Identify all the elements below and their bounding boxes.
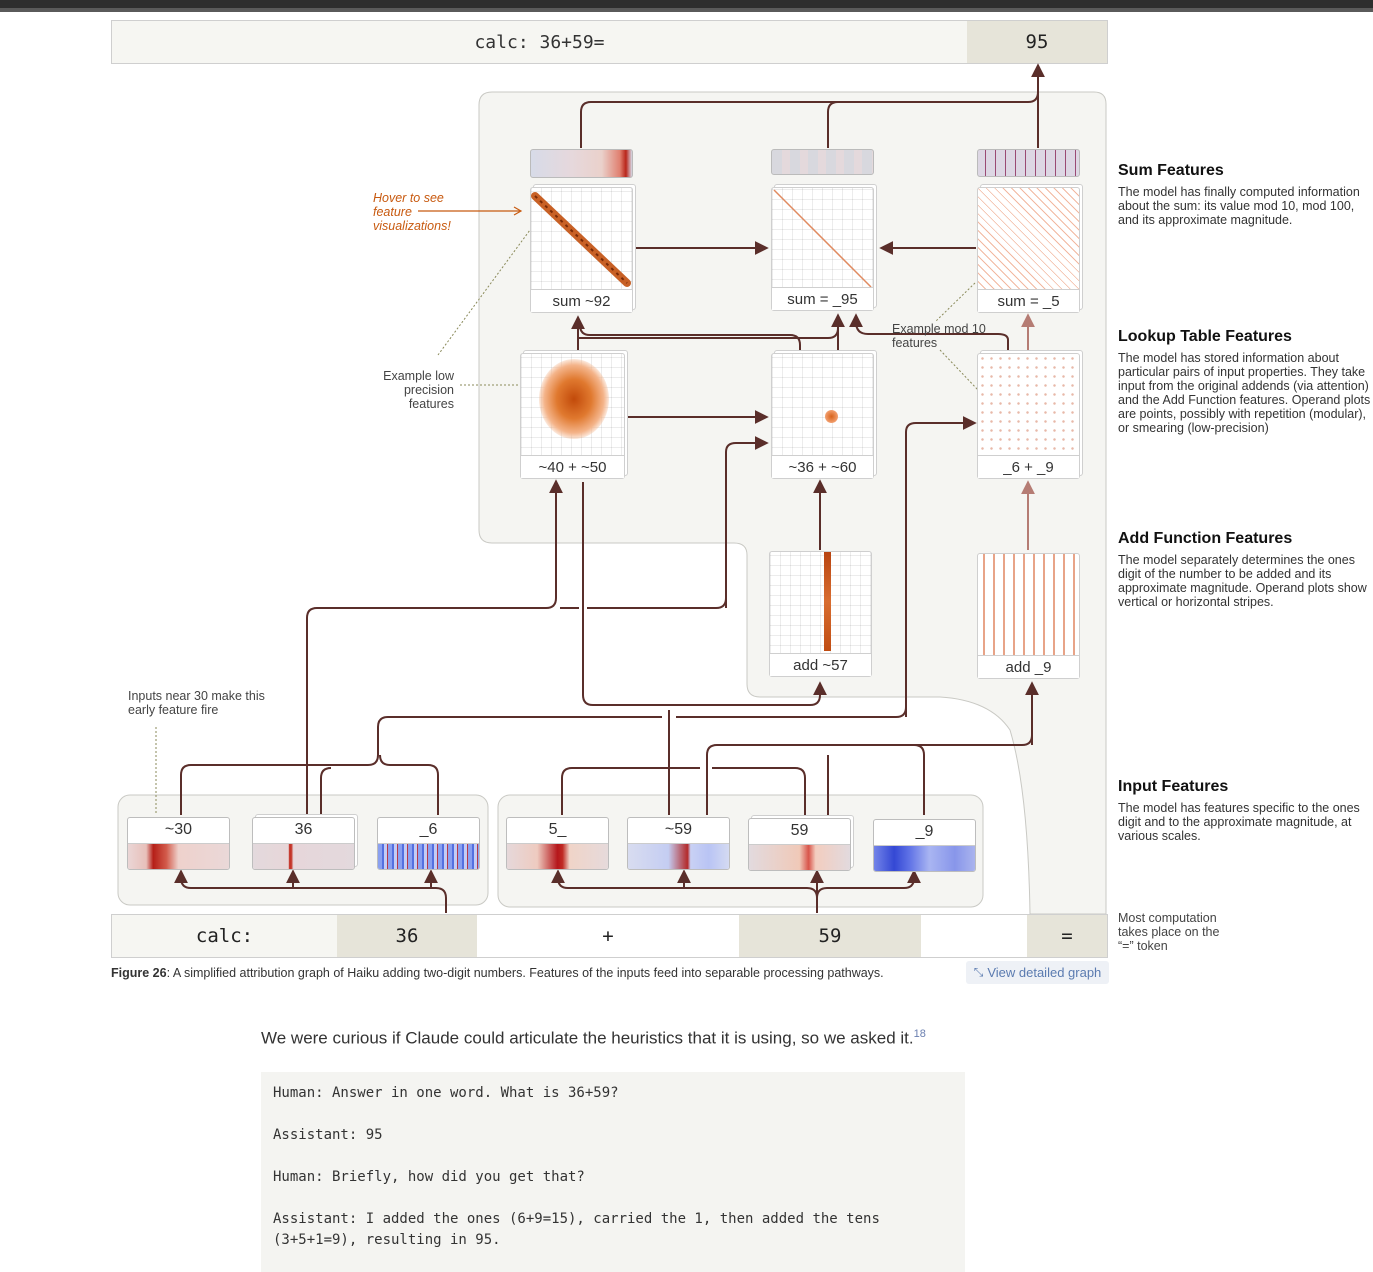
sum-95-label: sum = _95 <box>772 287 873 310</box>
dialog-code-block: Human: Answer in one word. What is 36+59… <box>261 1072 965 1272</box>
side-input-body: The model has features specific to the o… <box>1118 801 1360 843</box>
add-9-label: add _9 <box>978 655 1079 678</box>
input-6-bar <box>378 843 479 869</box>
input-30-bar <box>128 843 229 869</box>
sum-95-strip <box>771 149 874 175</box>
side-add-title: Add Function Features <box>1118 530 1293 547</box>
input-36-bar <box>253 843 354 869</box>
side-lookup-features: Lookup Table Features The model has stor… <box>1118 328 1373 435</box>
dialog-line: (3+5+1=9), resulting in 95. <box>273 1232 501 1248</box>
input-feature-59[interactable]: 59 <box>748 818 851 871</box>
input-feature-30[interactable]: ~30 <box>127 817 230 870</box>
input-feature-5[interactable]: 5_ <box>506 817 609 870</box>
prose-text: We were curious if Claude could articula… <box>261 1028 914 1048</box>
input-9-bar <box>874 845 975 871</box>
side-sum-body: The model has finally computed informati… <box>1118 185 1360 227</box>
side-add-features: Add Function Features The model separate… <box>1118 530 1373 609</box>
prose-paragraph: We were curious if Claude could articula… <box>261 1028 926 1049</box>
feature-add-57[interactable]: add ~57 <box>769 551 872 677</box>
add-57-label: add ~57 <box>770 653 871 676</box>
input-5-bar <box>507 843 608 869</box>
feature-add-9[interactable]: add _9 <box>977 553 1080 679</box>
near30-annotation: Inputs near 30 make this early feature f… <box>128 689 265 717</box>
lookup-6-9-label: _6 + _9 <box>978 455 1079 478</box>
feature-sum-95[interactable]: sum = _95 <box>771 187 874 311</box>
input-59-label: 59 <box>790 822 809 839</box>
input-6-label: _6 <box>419 821 438 838</box>
input-9-label: _9 <box>915 823 934 840</box>
most-computation-annotation: Most computation takes place on the “=” … <box>1118 911 1220 953</box>
view-detailed-graph-label: View detailed graph <box>987 965 1102 980</box>
side-sum-title: Sum Features <box>1118 162 1224 179</box>
lookup-40-50-label: ~40 + ~50 <box>521 455 624 478</box>
top-prompt-answer[interactable]: 95 <box>967 21 1107 63</box>
input-59-bar <box>749 844 850 870</box>
side-sum-features: Sum Features The model has finally compu… <box>1118 162 1373 227</box>
input-feature-6[interactable]: _6 <box>377 817 480 870</box>
lookup-40-50-blob <box>539 359 609 439</box>
token-plus[interactable]: + <box>477 915 739 957</box>
low-precision-annotation: Example low precision features <box>383 369 454 411</box>
token-36[interactable]: 36 <box>337 915 477 957</box>
dialog-line: Human: Briefly, how did you get that? <box>273 1169 585 1185</box>
input-feature-36[interactable]: 36 <box>252 817 355 870</box>
window-top-bar <box>0 0 1373 12</box>
lookup-36-60-dot <box>825 410 838 423</box>
add-57-stripe <box>824 552 831 651</box>
side-input-title: Input Features <box>1118 778 1229 795</box>
side-input-features: Input Features The model has features sp… <box>1118 778 1373 843</box>
input-36-label: 36 <box>294 821 313 838</box>
input-feature-9[interactable]: _9 <box>873 819 976 872</box>
input-30-label: ~30 <box>164 821 193 838</box>
token-equals[interactable]: = <box>1027 915 1107 957</box>
sum-5-strip <box>977 149 1080 177</box>
token-59[interactable]: 59 <box>739 915 921 957</box>
caption-label: Figure 26 <box>111 966 167 980</box>
feature-sum-5[interactable]: sum = _5 <box>977 187 1080 313</box>
hover-annotation: Hover to see feature visualizations! <box>373 191 451 233</box>
dialog-line: Assistant: I added the ones (6+9=15), ca… <box>273 1211 880 1227</box>
top-prompt-bar: calc: 36+59= 95 <box>111 20 1108 64</box>
sum-92-label: sum ~92 <box>531 289 632 312</box>
feature-6-plus-9[interactable]: _6 + _9 <box>977 353 1080 479</box>
feature-36-plus-60[interactable]: ~36 + ~60 <box>771 353 874 479</box>
input-feature-59-approx[interactable]: ~59 <box>627 817 730 870</box>
token-spacer <box>921 915 1027 957</box>
dialog-line: Assistant: 95 <box>273 1127 383 1143</box>
sum-95-plot <box>773 189 872 288</box>
caption-text: : A simplified attribution graph of Haik… <box>166 966 884 980</box>
sum-92-plot <box>531 192 631 287</box>
side-add-body: The model separately determines the ones… <box>1118 553 1367 609</box>
bottom-token-bar: calc: 36 + 59 = <box>111 914 1108 958</box>
view-detailed-graph-link[interactable]: ⤡View detailed graph <box>966 961 1109 984</box>
input-59-approx-bar <box>628 843 729 869</box>
token-calc[interactable]: calc: <box>195 925 254 947</box>
feature-40-plus-50[interactable]: ~40 + ~50 <box>520 353 625 479</box>
top-prompt-text: calc: 36+59= <box>474 31 605 53</box>
figure-caption: Figure 26: A simplified attribution grap… <box>111 966 884 980</box>
footnote-ref[interactable]: 18 <box>913 1028 926 1040</box>
input-5-label: 5_ <box>548 821 567 838</box>
side-lookup-title: Lookup Table Features <box>1118 328 1292 345</box>
side-lookup-body: The model has stored information about p… <box>1118 351 1371 435</box>
input-59-approx-label: ~59 <box>664 821 693 838</box>
dialog-line: Human: Answer in one word. What is 36+59… <box>273 1085 619 1101</box>
lookup-36-60-label: ~36 + ~60 <box>772 455 873 478</box>
mod10-annotation: Example mod 10 features <box>892 322 986 350</box>
feature-sum-92[interactable]: sum ~92 <box>530 187 633 313</box>
sum-92-strip <box>530 149 633 178</box>
sum-5-label: sum = _5 <box>978 289 1079 312</box>
expand-icon: ⤡ <box>973 965 984 979</box>
